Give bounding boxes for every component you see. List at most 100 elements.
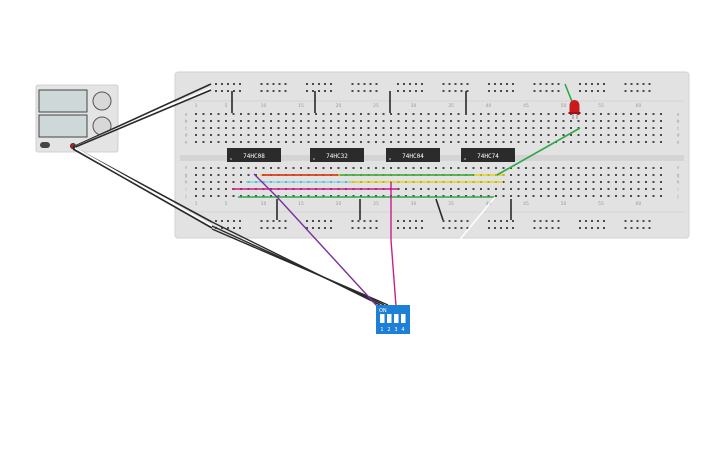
wire-black-power[interactable] [72, 83, 212, 148]
breadboard-hole [577, 195, 580, 197]
breadboard-hole [435, 134, 437, 136]
breadboard-hole [324, 83, 326, 85]
breadboard-hole [357, 83, 360, 85]
breadboard-hole [405, 195, 407, 197]
breadboard-hole [360, 113, 362, 115]
breadboard-hole [517, 188, 520, 190]
breadboard-hole [397, 90, 399, 92]
breadboard-hole [262, 167, 265, 169]
breadboard-hole [585, 181, 587, 183]
power-switch[interactable] [40, 142, 50, 148]
breadboard-hole [352, 141, 355, 143]
dip-toggle-4[interactable] [401, 314, 406, 323]
dip-toggle-1[interactable] [380, 314, 385, 323]
breadboard-hole [488, 220, 490, 222]
breadboard-hole [532, 127, 535, 129]
breadboard-hole [421, 220, 423, 222]
breadboard-hole [420, 134, 422, 136]
wire-purple-dip[interactable] [253, 173, 378, 307]
dip-toggle-3[interactable] [394, 314, 399, 323]
breadboard-hole [363, 90, 366, 92]
breadboard-hole [615, 113, 617, 115]
breadboard-hole [427, 120, 430, 122]
breadboard-hole [517, 127, 520, 129]
breadboard-hole [591, 227, 593, 229]
breadboard-hole [270, 141, 272, 143]
breadboard-hole [217, 174, 220, 176]
breadboard-hole [545, 90, 548, 92]
breadboard-hole [409, 83, 411, 85]
breadboard-hole [397, 83, 399, 85]
voltage-knob[interactable] [92, 91, 112, 111]
breadboard-hole [277, 141, 280, 143]
power-supply[interactable] [35, 84, 119, 153]
breadboard-hole [307, 141, 310, 143]
breadboard-hole [285, 167, 287, 169]
dip-switch[interactable]: ON 1 2 3 4 [376, 305, 410, 334]
column-number: 15 [298, 103, 304, 109]
breadboard-hole [420, 167, 422, 169]
breadboard-hole [306, 227, 308, 229]
breadboard-hole [260, 227, 263, 229]
chip-74hc32[interactable]: 74HC32 [310, 148, 364, 162]
breadboard-hole [642, 90, 645, 92]
breadboard-hole [345, 141, 347, 143]
column-number: 35 [448, 103, 454, 109]
breadboard-hole [592, 181, 595, 183]
breadboard-hole [636, 83, 639, 85]
breadboard-hole [210, 188, 212, 190]
breadboard-hole [502, 181, 505, 183]
wire-black-power[interactable] [72, 89, 212, 149]
breadboard-hole [510, 181, 512, 183]
breadboard-hole [579, 220, 581, 222]
breadboard-hole [266, 220, 269, 222]
breadboard-hole [232, 113, 235, 115]
wire-green-led[interactable] [564, 83, 574, 105]
wire-black-ground[interactable] [72, 148, 213, 229]
breadboard-hole [637, 167, 640, 169]
breadboard-hole [300, 113, 302, 115]
dip-toggle-2[interactable] [387, 314, 392, 323]
breadboard-hole [210, 167, 212, 169]
breadboard-hole [532, 134, 535, 136]
column-number: 60 [636, 201, 642, 207]
breadboard-hole [233, 90, 235, 92]
breadboard-hole [562, 141, 565, 143]
wire-black-dip[interactable] [211, 228, 389, 306]
breadboard-hole [352, 120, 355, 122]
breadboard-hole [457, 167, 460, 169]
breadboard-hole [337, 141, 340, 143]
breadboard-hole [540, 127, 542, 129]
breadboard-hole [622, 120, 625, 122]
wire-magenta-dip[interactable] [390, 182, 397, 307]
chip-74hc08[interactable]: 74HC08 [227, 148, 281, 162]
row-letter: f [677, 166, 679, 172]
breadboard-hole [570, 174, 572, 176]
wire-green-diagonal[interactable] [496, 127, 581, 176]
breadboard-hole [382, 127, 385, 129]
led-red[interactable] [568, 100, 581, 119]
chip-74hc74[interactable]: 74HC74 [461, 148, 515, 162]
breadboard-hole [480, 120, 482, 122]
breadboard-hole [495, 195, 497, 197]
breadboard-hole [324, 220, 326, 222]
breadboard-hole [330, 141, 332, 143]
breadboard-hole [239, 227, 241, 229]
wire-black-dip[interactable] [211, 221, 381, 306]
breadboard-hole [337, 113, 340, 115]
chip-74hc04[interactable]: 74HC04 [386, 148, 440, 162]
breadboard-hole [232, 181, 235, 183]
breadboard-hole [495, 188, 497, 190]
breadboard-hole [592, 113, 595, 115]
wire-white-ground[interactable] [74, 147, 213, 227]
breadboard-hole [405, 120, 407, 122]
breadboard-hole [312, 83, 314, 85]
breadboard-hole [585, 134, 587, 136]
breadboard-hole [277, 113, 280, 115]
breadboard-hole [600, 174, 602, 176]
breadboard-hole [562, 127, 565, 129]
breadboard-hole [637, 188, 640, 190]
wire-white-dip[interactable] [404, 196, 496, 307]
breadboard-hole [517, 134, 520, 136]
